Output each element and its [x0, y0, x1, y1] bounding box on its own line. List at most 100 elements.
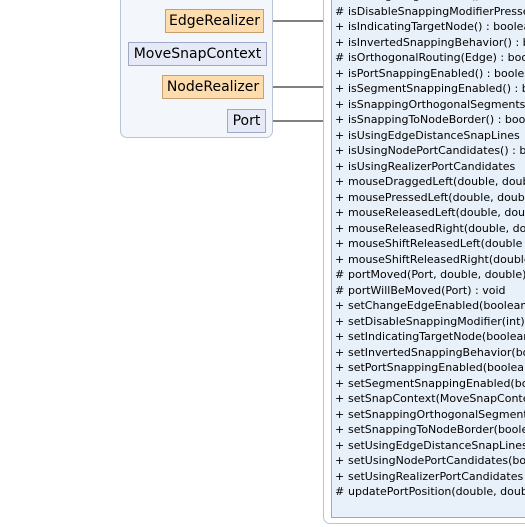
visibility-marker: + — [335, 252, 345, 266]
method-row[interactable]: +mouseShiftReleasedLeft(double — [332, 236, 525, 252]
method-signature: isUsingNodePortCandidates() : boolean — [348, 144, 525, 157]
method-row[interactable]: +isSnappingOrthogonalSegments — [332, 97, 525, 113]
visibility-marker: # — [335, 51, 345, 64]
visibility-marker: + — [335, 0, 348, 4]
visibility-marker: + — [335, 392, 345, 405]
method-row[interactable]: +setSnapContext(MoveSnapContext) — [332, 391, 525, 407]
method-signature: isOrthogonalRouting(Edge) : boolean — [348, 51, 525, 64]
method-signature: mouseShiftReleasedLeft(double — [348, 237, 523, 250]
visibility-marker: + — [335, 376, 345, 390]
method-signature: setPortSnappingEnabled(boolean) — [348, 361, 525, 374]
method-row[interactable]: +isUsingRealizerPortCandidates — [332, 159, 525, 175]
method-row[interactable]: +mouseReleasedLeft(double, double) — [332, 205, 525, 221]
method-row[interactable]: #updatePortPosition(double, double) — [332, 484, 525, 500]
method-signature: setDisableSnappingModifier(int) — [348, 314, 525, 328]
method-row[interactable]: +isUsingNodePortCandidates() : boolean — [332, 143, 525, 159]
visibility-marker: + — [335, 82, 345, 95]
method-row[interactable]: +mouseReleasedRight(double, double) — [332, 221, 525, 237]
method-row[interactable]: +setUsingRealizerPortCandidates — [332, 469, 525, 485]
method-row[interactable]: +setUsingNodePortCandidates(boolean) — [332, 453, 525, 469]
method-signature: isPortSnappingEnabled() : boolean — [348, 66, 525, 80]
method-row[interactable]: #isOrthogonalRouting(Edge) : boolean — [332, 50, 525, 66]
method-row[interactable]: +isSnappingToNodeBorder() : boolean — [332, 112, 525, 128]
visibility-marker: + — [335, 159, 345, 173]
method-signature: isSegmentSnappingEnabled() : boolean — [348, 82, 525, 95]
method-row[interactable]: +mousePressedLeft(double, double) — [332, 190, 525, 206]
method-signature: setUsingNodePortCandidates(boolean) — [348, 454, 525, 467]
class-box-noderealizer[interactable]: NodeRealizer — [162, 75, 264, 99]
method-row[interactable]: +setChangeEdgeEnabled(boolean) — [332, 298, 525, 314]
method-signature: setUsingEdgeDistanceSnapLines — [348, 438, 525, 452]
method-signature: isUsingEdgeDistanceSnapLines — [348, 128, 520, 142]
method-signature: isChangeEdgeEnabled() : boolean — [348, 0, 525, 2]
method-row[interactable]: +isInvertedSnappingBehavior() : boolean — [332, 35, 525, 51]
method-row[interactable]: +mouseShiftReleasedRight(double — [332, 252, 525, 268]
method-signature: isIndicatingTargetNode() : boolean — [348, 20, 525, 33]
method-row[interactable]: +setInvertedSnappingBehavior(boolean) — [332, 345, 525, 361]
method-row[interactable]: +setDisableSnappingModifier(int) — [332, 314, 525, 330]
method-signature: isDisableSnappingModifierPressed — [348, 4, 525, 18]
visibility-marker: + — [335, 469, 345, 483]
method-signature: mouseReleasedRight(double, double) — [348, 221, 525, 235]
method-row[interactable]: +isSegmentSnappingEnabled() : boolean — [332, 81, 525, 97]
method-row[interactable]: +setIndicatingTargetNode(boolean) — [332, 329, 525, 345]
method-row[interactable]: +mouseDraggedLeft(double, double) — [332, 174, 525, 190]
method-signature: setSnappingToNodeBorder(boolean) — [348, 423, 525, 436]
method-signature: setInvertedSnappingBehavior(boolean) — [348, 345, 525, 359]
class-box-edgerealizer[interactable]: EdgeRealizer — [165, 9, 264, 33]
method-row[interactable]: +setSegmentSnappingEnabled(boolean) — [332, 376, 525, 392]
method-row[interactable]: +isIndicatingTargetNode() : boolean — [332, 19, 525, 35]
method-signature: setIndicatingTargetNode(boolean) — [348, 330, 525, 343]
method-row[interactable]: +setPortSnappingEnabled(boolean) — [332, 360, 525, 376]
method-signature: mousePressedLeft(double, double) — [348, 190, 525, 204]
visibility-marker: + — [335, 361, 345, 374]
visibility-marker: + — [335, 175, 345, 188]
visibility-marker: # — [335, 4, 345, 18]
visibility-marker: # — [335, 485, 345, 498]
visibility-marker: + — [335, 454, 345, 467]
visibility-marker: + — [335, 128, 345, 142]
method-signature: setSegmentSnappingEnabled(boolean) — [348, 376, 525, 390]
visibility-marker: # — [335, 283, 345, 297]
visibility-marker: + — [335, 144, 345, 157]
visibility-marker: + — [335, 113, 345, 126]
visibility-marker: + — [335, 97, 345, 111]
visibility-marker: + — [335, 330, 345, 343]
visibility-marker: + — [335, 407, 345, 421]
method-row[interactable]: #isDisableSnappingModifierPressed — [332, 4, 525, 20]
visibility-marker: + — [335, 314, 345, 328]
method-row[interactable]: +setUsingEdgeDistanceSnapLines — [332, 438, 525, 454]
method-row[interactable]: +setSnappingToNodeBorder(boolean) — [332, 422, 525, 438]
visibility-marker: + — [335, 190, 345, 204]
method-row[interactable]: #portMoved(Port, double, double) — [332, 267, 525, 283]
method-signature: portMoved(Port, double, double) — [348, 268, 525, 281]
method-signature: setChangeEdgeEnabled(boolean) — [348, 299, 525, 312]
class-box-movesnapcontext[interactable]: MoveSnapContext — [128, 42, 267, 66]
visibility-marker: + — [335, 221, 345, 235]
method-row[interactable]: #portWillBeMoved(Port) : void — [332, 283, 525, 299]
method-row[interactable]: +isChangeEdgeEnabled() : boolean — [332, 0, 525, 4]
method-signature: mouseReleasedLeft(double, double) — [348, 206, 525, 219]
visibility-marker: + — [335, 206, 345, 219]
method-signature: isSnappingToNodeBorder() : boolean — [348, 113, 525, 126]
method-signature: isInvertedSnappingBehavior() : boolean — [348, 35, 525, 49]
visibility-marker: + — [335, 423, 345, 436]
method-row[interactable]: +isPortSnappingEnabled() : boolean — [332, 66, 525, 82]
method-row[interactable]: +isUsingEdgeDistanceSnapLines — [332, 128, 525, 144]
method-list: +isChangeEdgeEnabled() : boolean#isDisab… — [332, 0, 525, 500]
method-row[interactable]: +setSnappingOrthogonalSegments — [332, 407, 525, 423]
method-signature: portWillBeMoved(Port) : void — [348, 283, 506, 297]
method-signature: setUsingRealizerPortCandidates — [348, 469, 524, 483]
class-box-port[interactable]: Port — [227, 109, 266, 133]
visibility-marker: + — [335, 237, 345, 250]
visibility-marker: + — [335, 345, 345, 359]
method-compartment: +isChangeEdgeEnabled() : boolean#isDisab… — [331, 0, 525, 518]
visibility-marker: + — [335, 35, 345, 49]
visibility-marker: + — [335, 438, 345, 452]
method-signature: isSnappingOrthogonalSegments — [348, 97, 525, 111]
method-signature: updatePortPosition(double, double) — [348, 485, 525, 498]
visibility-marker: + — [335, 299, 345, 312]
method-signature: mouseShiftReleasedRight(double — [348, 252, 525, 266]
visibility-marker: + — [335, 66, 345, 80]
